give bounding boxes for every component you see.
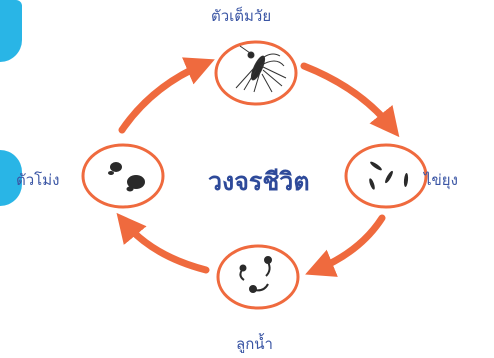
arrow-adult-to-egg bbox=[304, 66, 392, 128]
arrow-pupa-to-adult bbox=[122, 64, 204, 130]
stage-egg-node bbox=[346, 145, 426, 207]
stage-label-pupa: ตัวโม่ง bbox=[16, 168, 59, 192]
diagram-title: วงจรชีวิต bbox=[208, 162, 310, 202]
stage-label-larva: ลูกน้ำ bbox=[236, 332, 273, 356]
arrow-larva-to-pupa bbox=[124, 222, 206, 270]
stage-adult-node bbox=[216, 42, 296, 104]
stage-larva-node bbox=[218, 246, 298, 308]
stage-pupa-node bbox=[83, 145, 163, 207]
stage-label-egg: ไข่ยุง bbox=[424, 168, 458, 192]
stage-label-adult: ตัวเต็มวัย bbox=[211, 4, 271, 28]
arrow-egg-to-larva bbox=[316, 218, 382, 270]
